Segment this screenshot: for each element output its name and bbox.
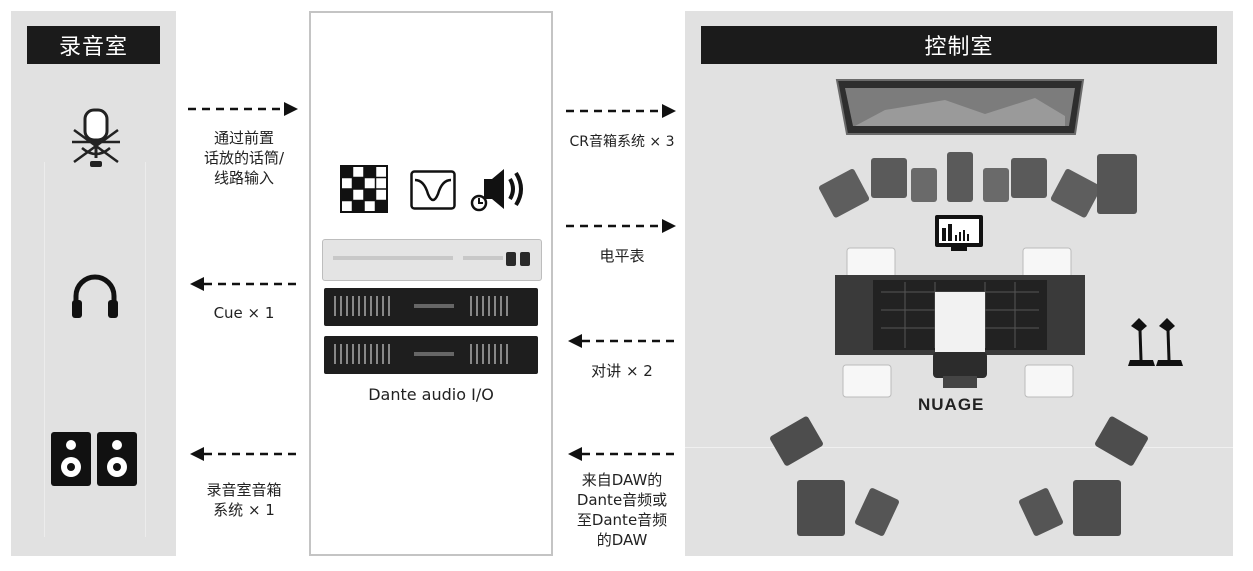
matrix-icon [340,165,388,213]
speakers-icon [51,432,137,486]
microphone-icon [72,108,120,167]
control-room-floor-line [685,447,1233,448]
dante-io-box [309,11,553,556]
arrow-talkback [568,334,678,348]
recording-room-title: 录音室 [27,26,160,64]
dante-rack-unit-1 [324,288,538,326]
recording-room-panel [11,11,176,556]
recording-room-divider [44,162,146,537]
dante-device-silver [322,239,542,281]
control-room-title: 控制室 [701,26,1217,64]
control-room-scene [770,79,1183,536]
dante-rack-unit-2 [324,336,538,374]
talkback-mic-icon [1128,318,1183,366]
meter-monitor-icon [935,215,983,251]
label-meter: 电平表 [599,247,645,265]
arrow-meter [566,219,676,233]
label-talkback: 对讲 × 2 [591,362,653,380]
console-brand-label: NUAGE [918,395,985,414]
dante-io-label: Dante audio I/O [368,385,494,404]
label-daw: 来自DAW的 Dante音频或 至Dante音频 的DAW [576,471,668,549]
arrow-studio-speakers [190,447,300,461]
label-studio-speakers: 录音室音箱 系统 × 1 [206,481,282,519]
label-cue: Cue × 1 [213,304,275,322]
arrow-cr-speakers [566,104,676,118]
arrow-cue [190,277,300,291]
label-mic-input: 通过前置 话放的话筒/ 线路输入 [203,129,285,187]
headphones-icon [72,274,118,318]
eq-filter-icon [410,170,456,210]
arrow-daw [568,447,678,461]
label-cr-speakers: CR音箱系统 × 3 [569,134,675,150]
arrow-mic-input [188,102,298,116]
speaker-delay-icon [470,169,523,212]
